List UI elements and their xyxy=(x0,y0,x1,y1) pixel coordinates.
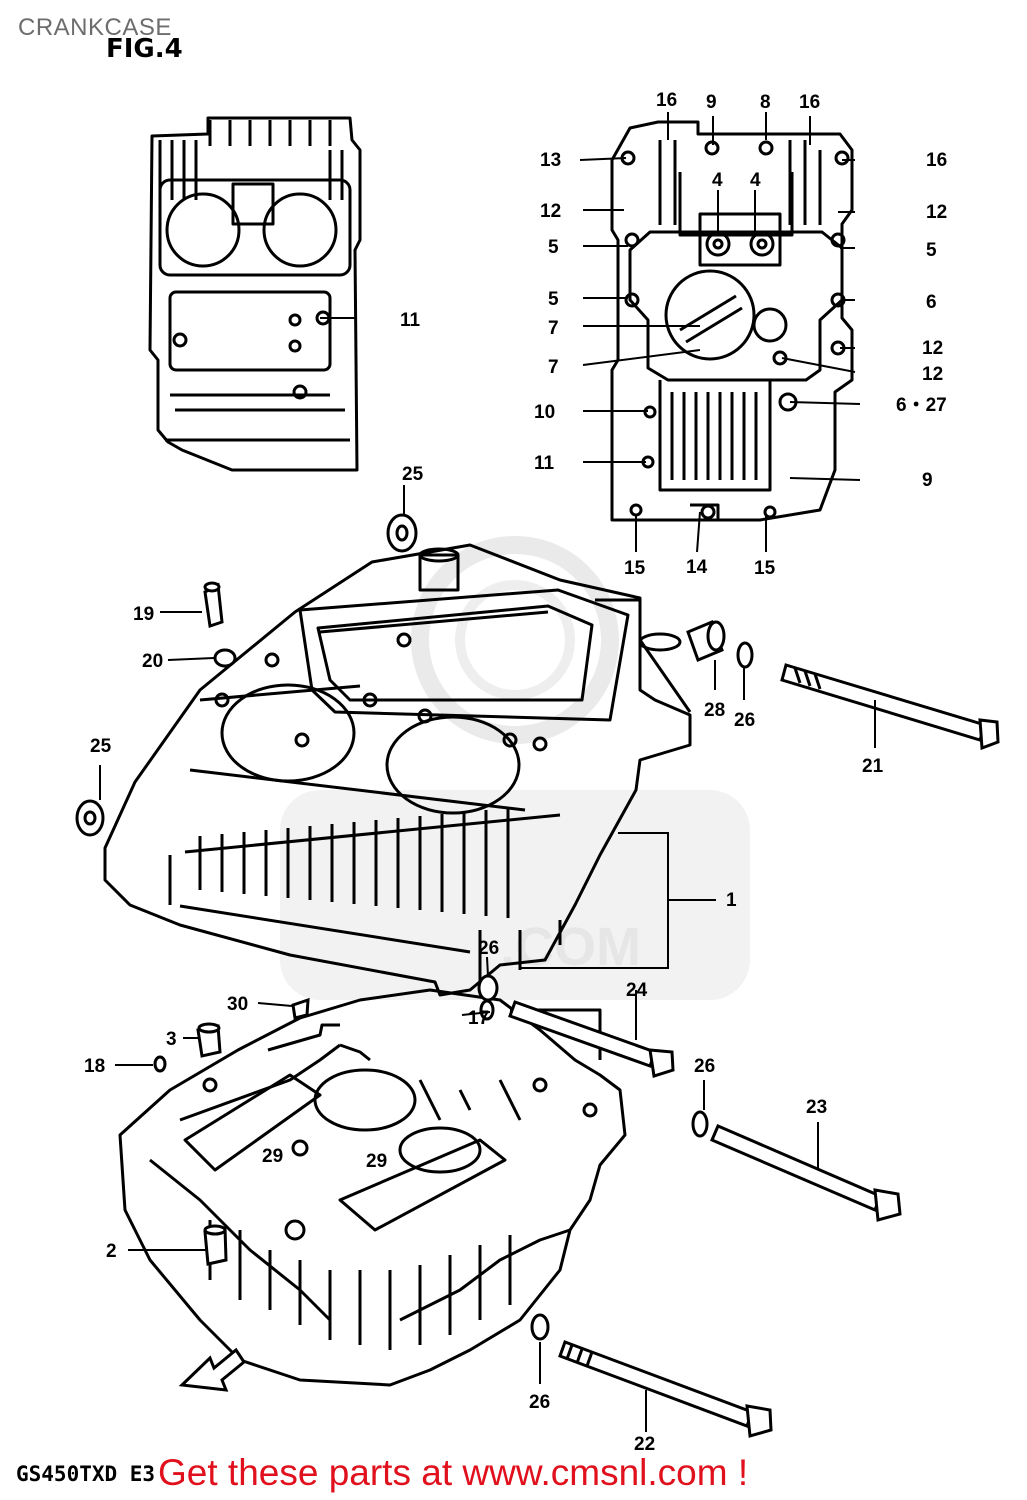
callout-10: 10 xyxy=(534,402,555,423)
callout-2: 2 xyxy=(106,1241,117,1262)
callout-9: 9 xyxy=(706,92,717,113)
bolt-24 xyxy=(508,1000,675,1078)
promo-link[interactable]: Get these parts at www.cmsnl.com ! xyxy=(158,1452,749,1493)
callout-17: 17 xyxy=(468,1008,489,1029)
callout-6-27: 6・27 xyxy=(896,395,947,416)
dowel-28-end xyxy=(706,620,726,652)
callout-20: 20 xyxy=(142,651,163,672)
callout-16: 16 xyxy=(656,90,677,111)
bolt-23 xyxy=(710,1124,902,1222)
callout-14: 14 xyxy=(686,557,708,578)
callout-5: 5 xyxy=(926,240,937,261)
callout-labels: 16 9 8 16 13 16 4 4 12 12 5 5 5 6 7 12 7… xyxy=(84,90,947,1455)
callout-8: 8 xyxy=(760,92,771,113)
callout-30: 30 xyxy=(227,994,248,1015)
callout-25: 25 xyxy=(90,736,112,757)
callout-26: 26 xyxy=(529,1392,550,1413)
callout-29: 29 xyxy=(366,1151,387,1172)
callout-7: 7 xyxy=(548,318,559,339)
bolt-22 xyxy=(558,1340,773,1438)
collar-25-left-hole xyxy=(83,810,97,826)
callout-12: 12 xyxy=(922,364,943,385)
collar-25-top-hole xyxy=(395,524,409,542)
callout-21: 21 xyxy=(862,756,884,777)
callout-25: 25 xyxy=(402,464,424,485)
bolt-19-head xyxy=(203,581,221,593)
callout-26: 26 xyxy=(734,710,755,731)
callout-5: 5 xyxy=(548,237,559,258)
model-code: GS450TXD E3 xyxy=(16,1462,156,1486)
callout-11: 11 xyxy=(534,453,555,474)
callout-13: 13 xyxy=(540,150,561,171)
callout-4: 4 xyxy=(750,170,761,191)
dowel-2-top xyxy=(203,1224,227,1236)
callout-26: 26 xyxy=(478,938,499,959)
callout-15: 15 xyxy=(624,558,646,579)
screw-30 xyxy=(291,997,310,1020)
leader-lines xyxy=(99,112,876,1432)
page-title: CRANKCASE xyxy=(18,14,172,41)
callout-12: 12 xyxy=(922,338,943,359)
callout-6: 6 xyxy=(926,292,937,313)
washer-26-c xyxy=(691,1110,709,1138)
callout-16: 16 xyxy=(799,92,820,113)
lower-case-bottom-view xyxy=(610,120,854,522)
callout-15: 15 xyxy=(754,558,776,579)
callout-29: 29 xyxy=(262,1146,283,1167)
callout-9: 9 xyxy=(922,470,933,491)
callout-28: 28 xyxy=(704,700,725,721)
oring-18 xyxy=(153,1055,167,1073)
callout-5: 5 xyxy=(548,289,559,310)
callout-22: 22 xyxy=(634,1434,655,1455)
callout-24: 24 xyxy=(626,980,648,1001)
upper-case-top-view xyxy=(148,116,362,472)
front-direction-arrow-icon xyxy=(178,1347,247,1392)
dowel-3-top xyxy=(197,1022,221,1034)
washer-26-a xyxy=(736,641,754,669)
washer-20 xyxy=(213,648,237,668)
washer-26-d xyxy=(530,1313,550,1341)
callout-3: 3 xyxy=(166,1029,177,1050)
callout-4: 4 xyxy=(712,170,723,191)
callout-16: 16 xyxy=(926,150,947,171)
washer-26-b xyxy=(477,974,499,1002)
callout-19: 19 xyxy=(133,604,154,625)
callout-23: 23 xyxy=(806,1097,827,1118)
callout-11: 11 xyxy=(400,310,421,331)
figure-label: FIG.4 xyxy=(106,34,183,64)
long-bolts xyxy=(508,663,1000,1438)
callout-18: 18 xyxy=(84,1056,105,1077)
callout-12: 12 xyxy=(540,201,561,222)
upper-crankcase xyxy=(103,543,692,997)
callout-7: 7 xyxy=(548,357,559,378)
part-17 xyxy=(479,999,495,1021)
bolt-21 xyxy=(780,663,1000,751)
callout-26: 26 xyxy=(694,1056,715,1077)
callout-12: 12 xyxy=(926,202,947,223)
lower-crankcase xyxy=(118,988,627,1387)
callout-1: 1 xyxy=(726,890,737,911)
loose-parts xyxy=(75,513,754,1341)
